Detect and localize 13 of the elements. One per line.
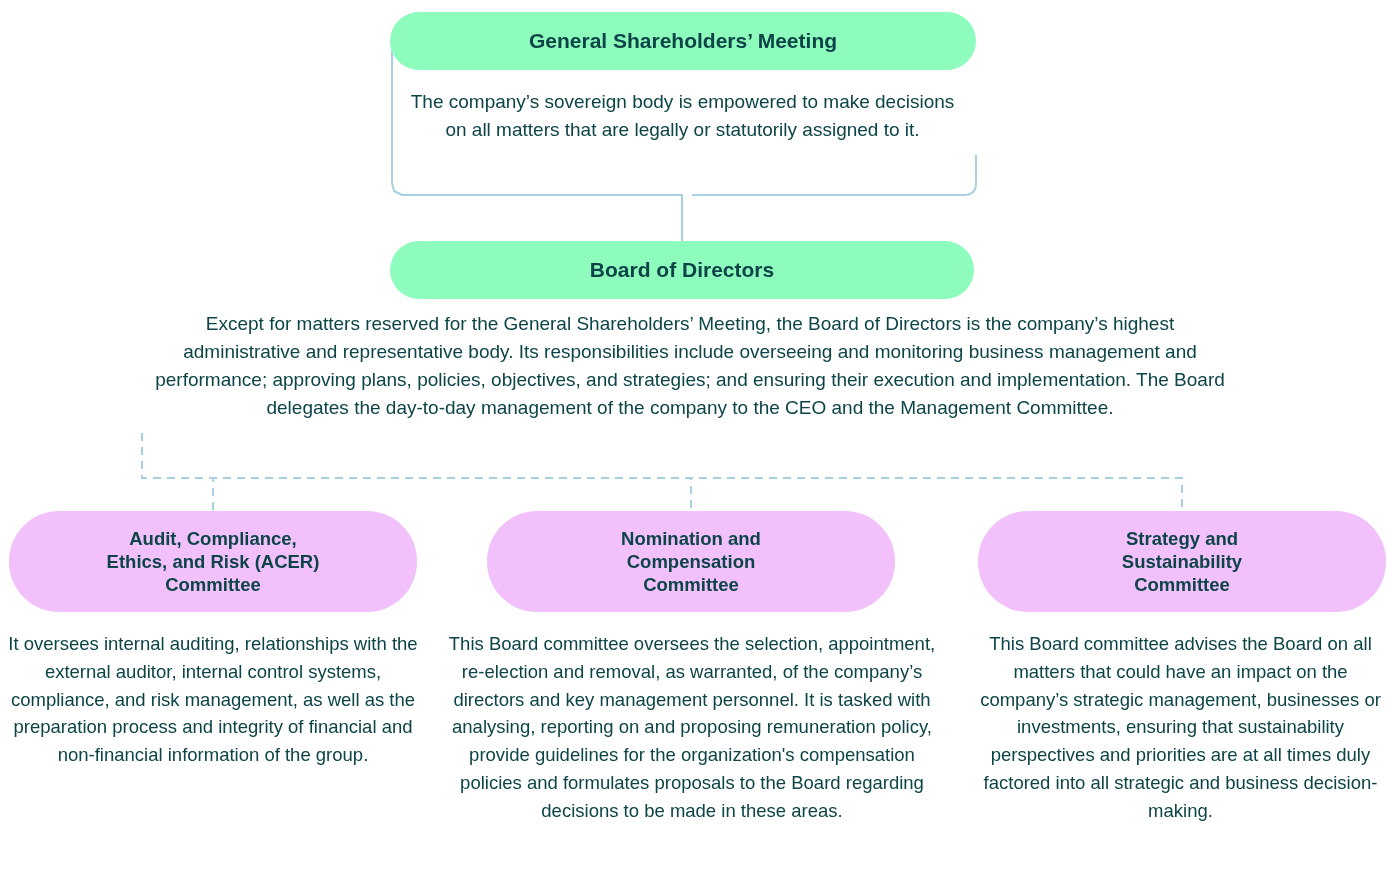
node-title: Nomination and Compensation Committee	[620, 526, 762, 597]
committee-pill	[978, 511, 1386, 612]
description-text: This Board committee oversees the selection, appointment, re-election and removal, as warranted, of the company’s directors and key management personnel. It is tasked with analysing, reporting on and proposing remuneration policy, provide guidelines for the organization's compensation policies and formulates proposals to the Board regarding decisions to be made in these areas.	[447, 632, 937, 823]
title-pill	[390, 241, 974, 299]
node-title: Audit, Compliance, Ethics, and Risk (ACER) Committee	[105, 526, 321, 597]
description-text: The company’s sovereign body is empowered to make decisions on all matters that are legally or statutorily assigned to it.	[410, 90, 955, 142]
description-text: This Board committee advises the Board on all matters that could have an impact on the company’s strategic management, businesses or investments, ensuring that sustainability perspectives and priorities are at all times duly factored into all strategic and business decision-making.	[979, 632, 1382, 823]
title-pill	[390, 12, 976, 70]
description-text: Except for matters reserved for the General Shareholders’ Meeting, the Board of Directors is the company’s highest administrative and representative body. Its responsibilities include overseeing and monitoring business management and performance; approving plans, policies, objectives, and strategies; and ensuring their execution and implementation. The Board delegates the day-to-day management of the company to the CEO and the Management Committee.	[154, 312, 1226, 420]
node-title: General Shareholders’ Meeting	[528, 27, 838, 54]
description-text: It oversees internal auditing, relationships with the external auditor, internal control systems, compliance, and risk management, as well as the preparation process and integrity of financial and non-financial information of the group.	[7, 632, 419, 768]
node-title: Board of Directors	[589, 256, 775, 283]
node-title: Strategy and Sustainability Committee	[1120, 526, 1244, 597]
